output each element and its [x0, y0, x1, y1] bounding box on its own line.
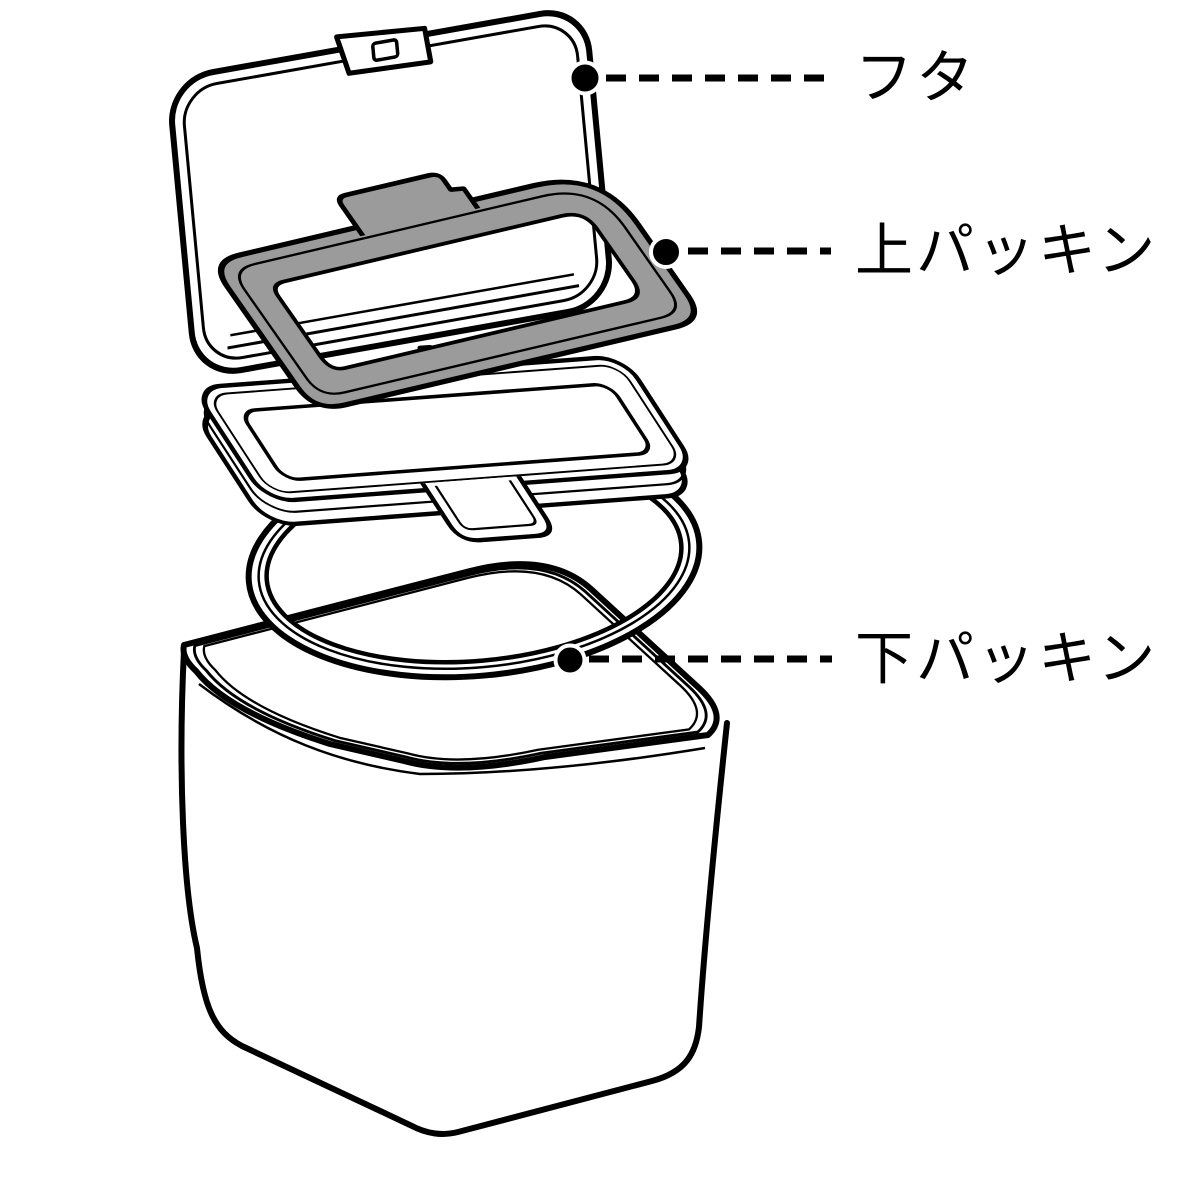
body-silhouette-outline: [178, 647, 730, 1137]
callout-upper-gasket: 上パッキン: [649, 219, 1158, 284]
label-lower-gasket: 下パッキン: [855, 627, 1158, 692]
tray-latch-inner-line: [434, 480, 537, 531]
upper-gasket-accent-line: [237, 192, 678, 395]
tray-opening-outline: [243, 383, 651, 481]
inner-lid-tray-illustration: [201, 344, 689, 543]
upper-gasket-illustration: [217, 172, 698, 409]
label-lid: フタ: [855, 46, 977, 111]
callout-lower-gasket: 下パッキン: [553, 627, 1158, 692]
upper-gasket-tab: [336, 172, 481, 237]
upper-gasket-opening-edge: [273, 212, 640, 371]
label-upper-gasket: 上パッキン: [855, 219, 1158, 284]
container-body-illustration: [178, 552, 730, 1137]
lid-latch-slot: [371, 38, 400, 62]
callout-dot-lid: [567, 60, 603, 96]
callout-dot-lower-gasket: [553, 643, 587, 677]
upper-gasket-outer-edge: [217, 179, 698, 409]
callout-lid: フタ: [567, 46, 977, 111]
callout-dot-upper-gasket: [649, 235, 683, 269]
body-front-wall-line: [198, 683, 706, 776]
